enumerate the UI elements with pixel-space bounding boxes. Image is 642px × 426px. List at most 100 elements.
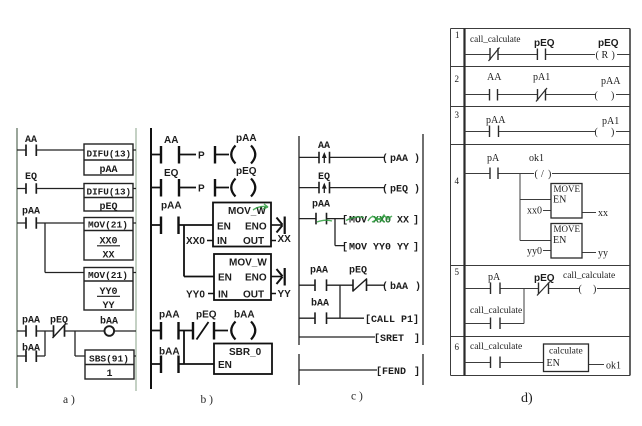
svg-text:]: ] bbox=[414, 333, 420, 345]
svg-text:DIFU(13): DIFU(13) bbox=[87, 187, 132, 198]
svg-text:P: P bbox=[198, 184, 205, 195]
svg-text:bAA: bAA bbox=[22, 343, 40, 355]
svg-text:[FEND: [FEND bbox=[376, 366, 406, 378]
svg-text:EQ: EQ bbox=[164, 168, 179, 179]
svg-text:call_calculate: call_calculate bbox=[470, 34, 521, 44]
svg-text:call_calculate: call_calculate bbox=[470, 342, 522, 352]
svg-text:OUT: OUT bbox=[243, 290, 264, 301]
svg-text:): ) bbox=[611, 91, 614, 102]
svg-text:pA1: pA1 bbox=[602, 116, 619, 127]
svg-text:pAA: pAA bbox=[601, 76, 621, 87]
svg-text:EN: EN bbox=[553, 195, 566, 206]
svg-text:b ): b ) bbox=[201, 394, 214, 406]
svg-text:pEQ: pEQ bbox=[100, 202, 118, 213]
svg-text:SBS(91): SBS(91) bbox=[89, 354, 129, 365]
svg-text:EN: EN bbox=[553, 235, 566, 246]
svg-text:YY0: YY0 bbox=[186, 290, 205, 301]
svg-text:DIFU(13): DIFU(13) bbox=[87, 149, 132, 160]
svg-text:R: R bbox=[602, 50, 609, 61]
svg-text:pA: pA bbox=[487, 153, 500, 164]
svg-text:d): d) bbox=[521, 391, 533, 406]
svg-text:bAA: bAA bbox=[390, 281, 408, 293]
svg-text:(: ( bbox=[595, 127, 599, 138]
svg-text:yy0: yy0 bbox=[527, 246, 542, 257]
svg-text:MOV YY0 YY: MOV YY0 YY bbox=[349, 243, 409, 254]
svg-text:c ): c ) bbox=[351, 391, 363, 403]
svg-text:XX0: XX0 bbox=[100, 237, 118, 248]
svg-text:pAA: pAA bbox=[310, 266, 328, 277]
svg-text:EQ: EQ bbox=[25, 172, 37, 183]
svg-text:4: 4 bbox=[455, 176, 460, 186]
svg-text:): ) bbox=[612, 50, 615, 61]
svg-text:1: 1 bbox=[455, 30, 460, 40]
svg-text:XX: XX bbox=[278, 234, 292, 245]
svg-text:xx0: xx0 bbox=[527, 206, 542, 217]
svg-text:[: [ bbox=[342, 215, 348, 227]
svg-text:ENO: ENO bbox=[245, 222, 267, 233]
svg-text:pAA: pAA bbox=[390, 154, 408, 165]
svg-text:P: P bbox=[198, 151, 205, 162]
svg-text:ok1: ok1 bbox=[606, 361, 621, 372]
svg-text:(: ( bbox=[535, 169, 539, 180]
svg-text:pAA: pAA bbox=[236, 133, 257, 144]
svg-text:[: [ bbox=[342, 242, 348, 254]
svg-text:pAA: pAA bbox=[100, 165, 118, 176]
svg-text:MOV(21): MOV(21) bbox=[88, 220, 128, 231]
svg-text:AA: AA bbox=[318, 141, 330, 152]
svg-text:IN: IN bbox=[218, 290, 228, 301]
svg-text:a ): a ) bbox=[63, 394, 75, 406]
svg-text:pAA: pAA bbox=[22, 316, 40, 327]
svg-text:pEQ: pEQ bbox=[534, 38, 555, 49]
svg-text:YY: YY bbox=[278, 289, 292, 300]
svg-text:pEQ: pEQ bbox=[534, 273, 555, 284]
svg-text:bAA: bAA bbox=[234, 310, 255, 321]
svg-text:): ) bbox=[611, 127, 614, 138]
svg-text:6: 6 bbox=[455, 342, 460, 352]
svg-text:pAA: pAA bbox=[486, 115, 506, 126]
svg-text:[CALL P1]: [CALL P1] bbox=[365, 314, 419, 326]
svg-text:(: ( bbox=[579, 284, 583, 295]
svg-text:xx: xx bbox=[598, 208, 608, 219]
svg-text:pAA: pAA bbox=[312, 200, 330, 211]
svg-text:ENO: ENO bbox=[245, 273, 267, 284]
svg-text:EN: EN bbox=[218, 360, 232, 371]
svg-text:pEQ: pEQ bbox=[50, 316, 68, 327]
svg-text:EN: EN bbox=[547, 358, 560, 369]
svg-text:): ) bbox=[414, 184, 420, 196]
svg-text:XX0: XX0 bbox=[373, 216, 391, 227]
svg-text:): ) bbox=[415, 281, 421, 293]
svg-text:pAA: pAA bbox=[159, 310, 180, 321]
svg-text:pEQ: pEQ bbox=[598, 38, 619, 49]
svg-text:SBR_0: SBR_0 bbox=[229, 347, 262, 358]
svg-text:IN: IN bbox=[217, 236, 227, 247]
svg-text:pA1: pA1 bbox=[533, 72, 550, 83]
svg-text:pEQ: pEQ bbox=[390, 185, 408, 196]
svg-text:2: 2 bbox=[455, 74, 460, 84]
svg-text:OUT: OUT bbox=[243, 236, 264, 247]
svg-text:(: ( bbox=[382, 281, 388, 293]
svg-text:ok1: ok1 bbox=[529, 153, 544, 164]
svg-text:pEQ: pEQ bbox=[349, 266, 367, 277]
svg-text:bAA: bAA bbox=[100, 316, 118, 328]
svg-text:bAA: bAA bbox=[311, 298, 329, 310]
svg-text:3: 3 bbox=[455, 110, 460, 120]
svg-text:pA: pA bbox=[488, 272, 501, 283]
svg-text:/: / bbox=[541, 169, 544, 180]
svg-text:pEQ: pEQ bbox=[196, 310, 217, 321]
svg-text:MOV XX0 XX: MOV XX0 XX bbox=[349, 216, 409, 227]
svg-text:]: ] bbox=[413, 242, 419, 254]
svg-text:bAA: bAA bbox=[159, 347, 180, 358]
svg-text:XX: XX bbox=[103, 251, 115, 262]
svg-text:AA: AA bbox=[164, 135, 178, 146]
svg-text:): ) bbox=[548, 169, 551, 180]
svg-text:MOV(21): MOV(21) bbox=[88, 270, 128, 281]
svg-text:(: ( bbox=[382, 184, 388, 196]
svg-text:pAA: pAA bbox=[22, 207, 40, 218]
svg-text:5: 5 bbox=[455, 267, 460, 277]
svg-text:pEQ: pEQ bbox=[236, 166, 257, 177]
svg-text:yy: yy bbox=[598, 248, 608, 259]
svg-text:MOV_W: MOV_W bbox=[229, 258, 267, 269]
svg-text:calculate: calculate bbox=[549, 347, 583, 357]
svg-text:(: ( bbox=[382, 153, 388, 165]
svg-text:YY: YY bbox=[103, 301, 115, 312]
